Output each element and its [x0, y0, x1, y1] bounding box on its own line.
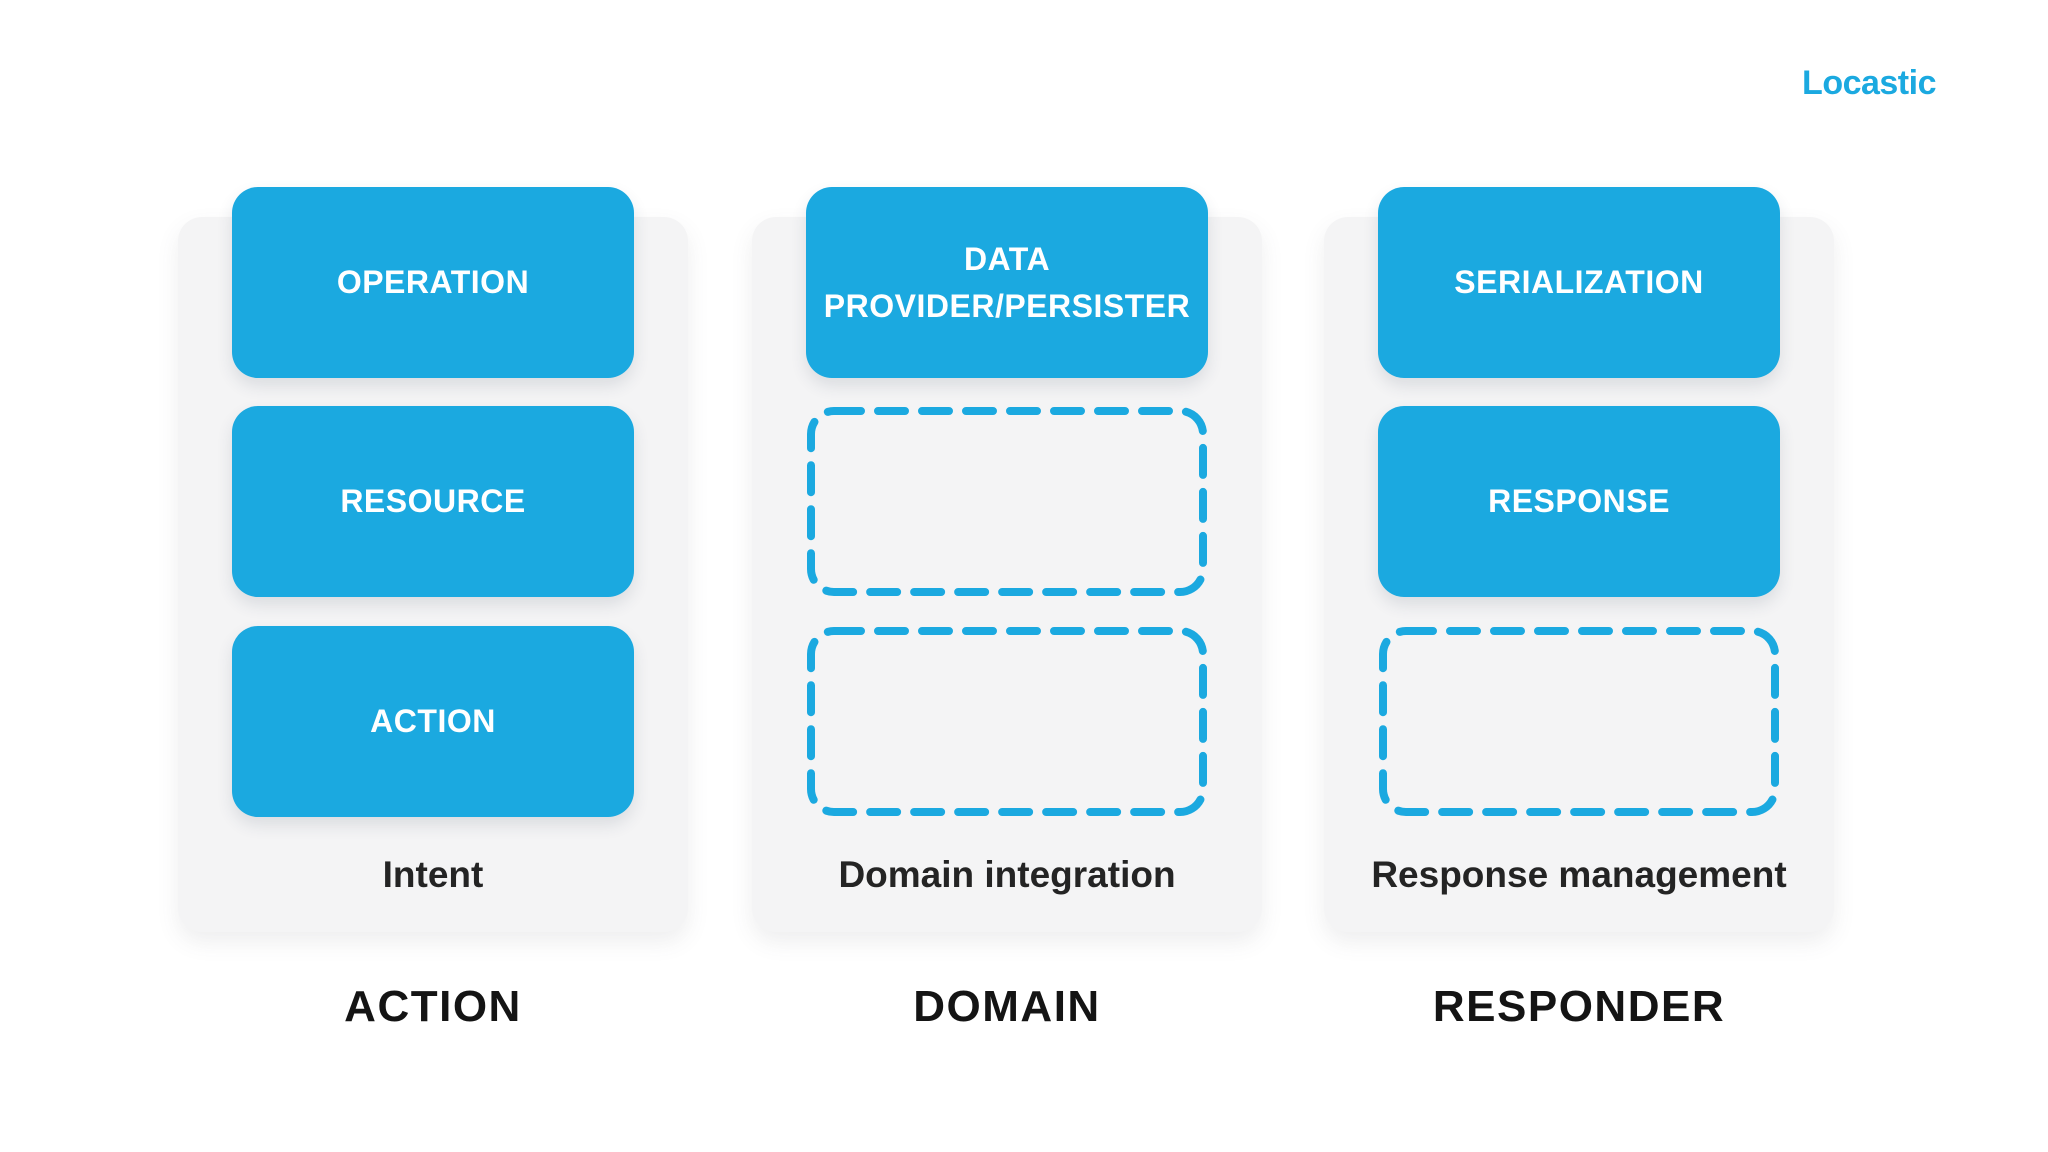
placeholder-box-domain-2	[806, 626, 1208, 817]
caption-response-management: Response management	[1371, 854, 1787, 895]
box-resource-label: RESOURCE	[340, 483, 526, 520]
caption-intent: Intent	[382, 854, 484, 895]
box-response-label: RESPONSE	[1488, 483, 1670, 520]
title-domain: DOMAIN	[913, 982, 1101, 1031]
brand-logo: Locastic	[1802, 64, 1936, 102]
caption-domain-integration: Domain integration	[838, 854, 1176, 895]
title-action: ACTION	[344, 982, 522, 1031]
column-responder: SERIALIZATION RESPONSE Response manageme…	[1324, 187, 1834, 1087]
placeholder-box-responder	[1378, 626, 1780, 817]
dashed-outline-icon	[807, 627, 1207, 816]
dashed-outline-icon	[807, 407, 1207, 596]
box-data-provider-persister-label: DATA PROVIDER/PERSISTER	[823, 241, 1191, 324]
box-action: ACTION	[232, 626, 634, 817]
box-serialization: SERIALIZATION	[1378, 187, 1780, 378]
column-domain: DATA PROVIDER/PERSISTER Domain integrati…	[752, 187, 1262, 1087]
box-serialization-label: SERIALIZATION	[1454, 264, 1704, 301]
box-operation: OPERATION	[232, 187, 634, 378]
dashed-outline-icon	[1379, 627, 1779, 816]
placeholder-box-domain-1	[806, 406, 1208, 597]
title-responder: RESPONDER	[1432, 982, 1726, 1031]
column-action: OPERATION RESOURCE ACTION Intent ACTION	[178, 187, 688, 1087]
box-action-label: ACTION	[370, 703, 496, 740]
box-resource: RESOURCE	[232, 406, 634, 597]
box-response: RESPONSE	[1378, 406, 1780, 597]
box-operation-label: OPERATION	[336, 264, 530, 301]
box-data-provider-persister: DATA PROVIDER/PERSISTER	[806, 187, 1208, 378]
